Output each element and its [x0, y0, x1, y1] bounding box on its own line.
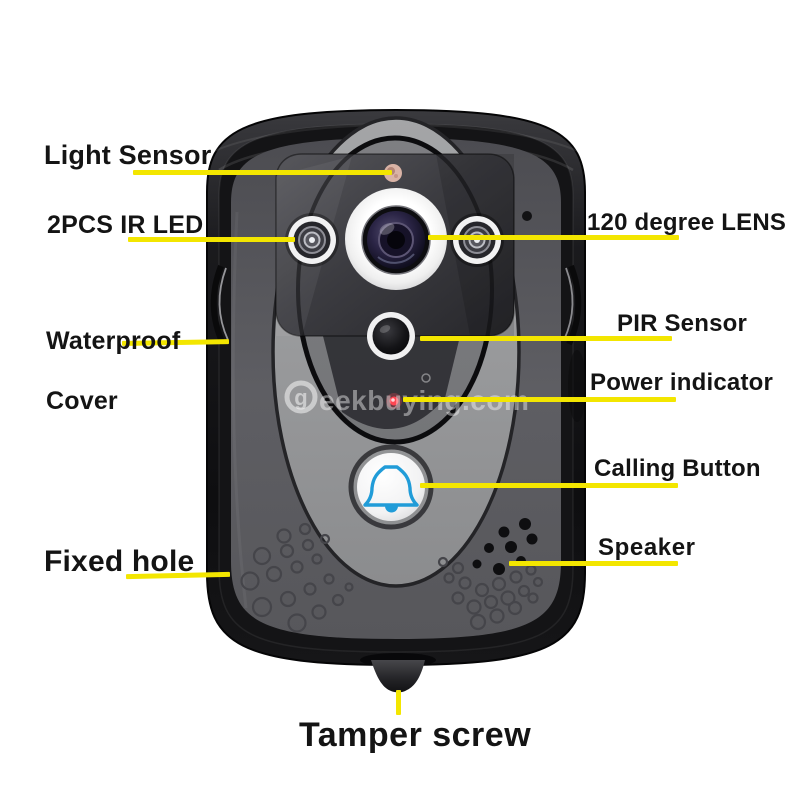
glossy-wedge — [322, 328, 462, 430]
power-led — [386, 393, 402, 409]
label-lens: 120 degree LENS — [587, 209, 787, 236]
ir-led-leader-line — [128, 237, 295, 242]
label-waterproof-cover: Waterproof Cover — [46, 311, 180, 431]
call-button — [348, 444, 434, 530]
side-clip-shadow — [568, 350, 586, 422]
camera-lens — [345, 188, 447, 290]
pir-sensor — [367, 312, 415, 360]
speaker-leader-line — [509, 561, 678, 566]
label-calling-button: Calling Button — [594, 455, 761, 482]
label-light-sensor: Light Sensor — [44, 140, 212, 170]
calling-button-leader-line — [420, 483, 678, 488]
lens-leader-line — [428, 235, 679, 240]
tamper-screw-leader-line — [396, 690, 401, 715]
label-pir-sensor: PIR Sensor — [617, 310, 748, 337]
label-waterproof-line1: Waterproof — [46, 327, 181, 355]
waterproof-cover-seam-left — [210, 264, 229, 346]
ir-led-right — [450, 213, 504, 267]
bell-icon — [363, 465, 419, 513]
label-fixed-hole: Fixed hole — [44, 545, 195, 578]
svg-text:g: g — [294, 385, 307, 410]
label-power-indicator: Power indicator — [590, 369, 774, 396]
mic-hole — [522, 211, 532, 221]
pir-sensor-leader-line — [420, 336, 672, 341]
label-ir-led: 2PCS IR LED — [47, 211, 204, 239]
label-speaker: Speaker — [598, 534, 696, 561]
power-indicator-leader-line — [403, 397, 676, 402]
ir-led-left — [285, 213, 339, 267]
label-tamper-screw: Tamper screw — [299, 716, 532, 754]
light-sensor-leader-line — [133, 170, 392, 175]
label-waterproof-line2: Cover — [46, 387, 118, 415]
tamper-screw — [360, 653, 436, 693]
speaker-holes-left — [240, 522, 354, 633]
